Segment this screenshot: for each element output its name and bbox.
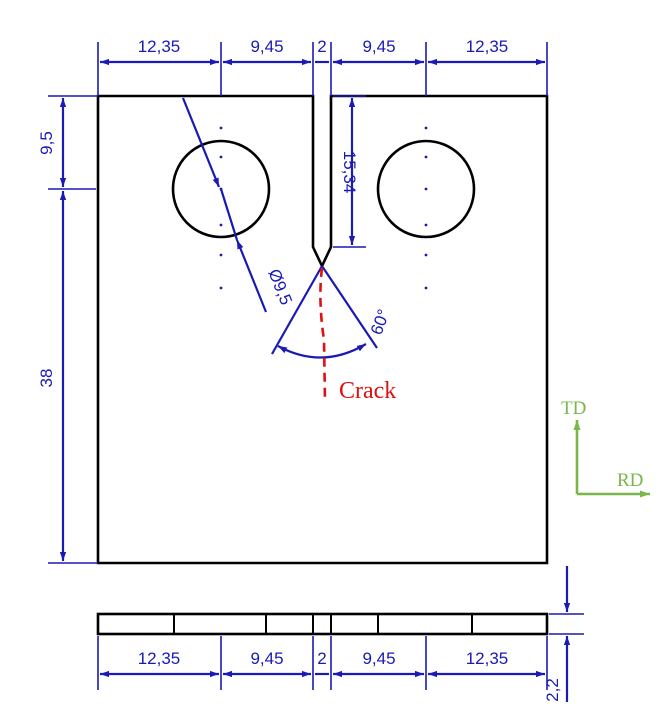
- rd-label: RD: [617, 470, 643, 491]
- side-view-outline: [96, 612, 549, 636]
- left-dimension-extensions: [48, 95, 98, 564]
- right-hole: [376, 139, 476, 239]
- thickness-label: 2,2: [543, 678, 562, 702]
- top-dim-label-1: 12,35: [138, 37, 181, 56]
- notch-depth-extensions: [333, 95, 366, 248]
- bottom-dim-label-2: 9,45: [250, 649, 283, 668]
- top-dim-label-5: 12,35: [466, 37, 509, 56]
- side-view-divisions: [173, 614, 473, 634]
- bottom-dim-label-4: 9,45: [362, 649, 395, 668]
- top-dimension-extensions: [97, 42, 548, 96]
- left-dim-label-1: 9,5: [37, 131, 56, 155]
- notch-angle-label: 60°: [367, 307, 394, 338]
- hole-diameter-diagonal: [219, 188, 239, 241]
- bottom-dim-label-3: 2: [317, 649, 326, 668]
- top-dim-label-3: 2: [317, 37, 326, 56]
- hole-diameter-leader: [181, 97, 221, 188]
- crack-label: Crack: [339, 378, 396, 404]
- top-dim-label-4: 9,45: [362, 37, 395, 56]
- notch-depth-label: 15,34: [340, 151, 359, 194]
- hole-diameter-label: Ø9,5: [264, 266, 295, 307]
- center-marks-right: [424, 126, 428, 290]
- left-dim-label-2: 38: [37, 369, 56, 388]
- angle-leg-right: [321, 265, 378, 349]
- td-label: TD: [561, 398, 586, 419]
- bottom-dimension-extensions: [97, 636, 548, 690]
- bottom-dim-label-1: 12,35: [138, 649, 181, 668]
- specimen-outline: [96, 94, 549, 565]
- bottom-dim-label-5: 12,35: [466, 649, 509, 668]
- angle-arc: [277, 343, 367, 359]
- top-dim-label-2: 9,45: [250, 37, 283, 56]
- left-hole: [171, 139, 271, 239]
- center-marks-left: [219, 126, 223, 290]
- hole-diameter-leader-2: [235, 239, 268, 313]
- angle-leg-left: [271, 265, 323, 355]
- thickness-extensions: [549, 613, 584, 635]
- crack-path: [319, 267, 327, 403]
